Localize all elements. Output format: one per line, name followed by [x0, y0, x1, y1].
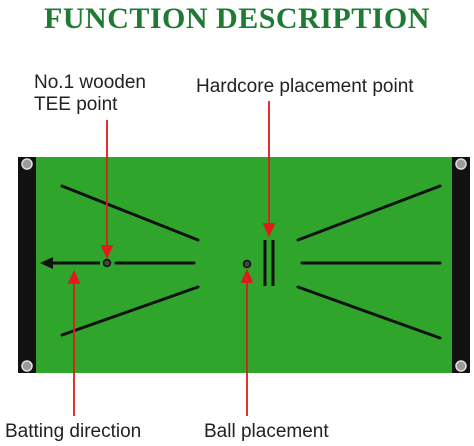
left-upper-diagonal	[60, 184, 200, 242]
batting-direction-label: Batting direction	[5, 421, 142, 442]
right-lower-diagonal	[296, 285, 442, 340]
hardcore-placement-label: Hardcore placement point	[196, 76, 414, 97]
left-guide-lines	[60, 184, 200, 337]
tee-label-line1: No.1 wooden	[34, 72, 146, 93]
left-lower-diagonal	[60, 285, 200, 337]
ball-callout-head	[240, 268, 254, 283]
batting-callout-head	[67, 269, 81, 284]
right-guide-lines	[296, 184, 442, 340]
tee-point-marker	[102, 258, 112, 268]
page-title: FUNCTION DESCRIPTION	[44, 2, 430, 35]
batting-direction-arrow	[40, 257, 100, 269]
grommet	[21, 360, 33, 372]
mat-left-edge	[18, 157, 36, 373]
grommet	[455, 360, 467, 372]
ball-placement-marker	[242, 259, 252, 269]
right-upper-diagonal	[296, 184, 442, 242]
grommets	[21, 158, 467, 372]
ball-placement-label: Ball placement	[204, 421, 329, 442]
callout-arrows	[67, 101, 276, 416]
mat-right-edge	[452, 157, 470, 373]
tee-point-label: No.1 wooden TEE point	[34, 72, 146, 116]
hardcore-placement-bars	[263, 240, 275, 286]
tee-callout-head	[100, 245, 114, 260]
hardcore-callout-head	[262, 223, 276, 238]
tee-label-line2: TEE point	[34, 94, 118, 115]
grommet	[21, 158, 33, 170]
grommet	[455, 158, 467, 170]
